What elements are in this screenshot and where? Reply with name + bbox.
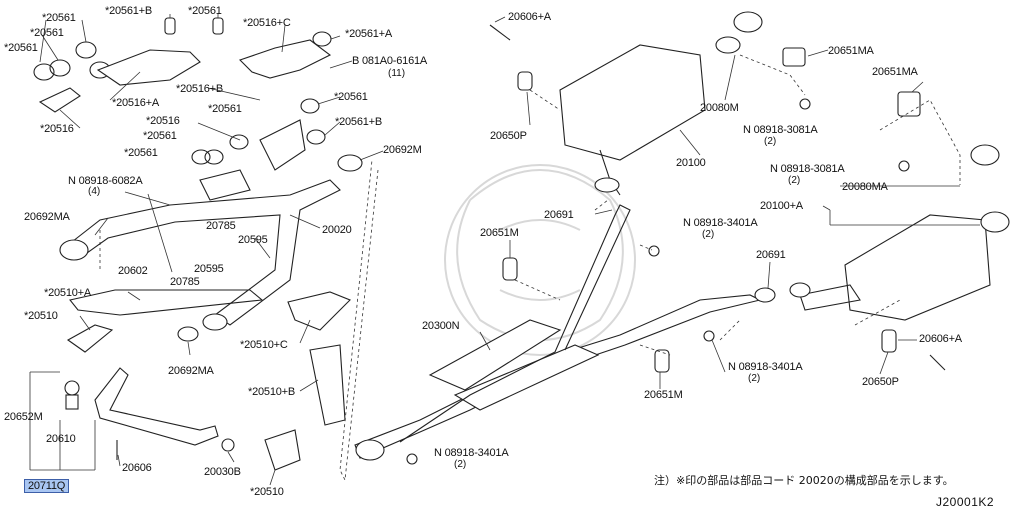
label-20516-b: *20516+B: [176, 83, 224, 95]
label-qty-2-e: (2): [454, 459, 467, 470]
muffler-20100-a: [844, 214, 991, 321]
heat-shield-lower-left: [66, 324, 114, 353]
label-20561-d: *20561: [30, 27, 64, 39]
label-20561-b-2: *20561+B: [335, 116, 383, 128]
label-20510-c: *20510+C: [240, 339, 288, 351]
label-20080ma: 20080MA: [842, 181, 888, 193]
assembly-boundary: [339, 159, 379, 482]
label-20606-a-1: 20606+A: [508, 11, 551, 23]
label-20691-1: 20691: [544, 209, 574, 221]
label-20561-f: *20561: [334, 91, 368, 103]
label-20651ma-2: 20651MA: [872, 66, 918, 78]
label-20650p-1: 20650P: [490, 130, 527, 142]
label-20100-a: 20100+A: [760, 200, 803, 212]
bracket-20651ma-2: [897, 91, 921, 117]
front-pipe-lower: [264, 429, 301, 471]
label-081a0-6161a: B 081A0-6161A: [352, 55, 428, 67]
label-20080m: 20080M: [700, 102, 739, 114]
dashed-guides: [514, 54, 961, 356]
label-qty-2-a: (2): [764, 136, 777, 147]
label-qty-2-b: (2): [788, 175, 801, 186]
hanger-20651m: [502, 257, 518, 281]
label-20561-a: *20561: [42, 12, 76, 24]
label-08918-3401a-1: N 08918-3401A: [683, 217, 758, 229]
label-20300n: 20300N: [422, 320, 460, 332]
label-qty-11: (11): [388, 68, 406, 79]
label-qty-2-c: (2): [702, 229, 715, 240]
label-20602: 20602: [118, 265, 148, 277]
label-20516-left: *20516: [40, 123, 74, 135]
label-20020: 20020: [322, 224, 352, 236]
label-20595-1: 20595: [238, 234, 268, 246]
mount-bracket: [94, 367, 219, 446]
label-20651m-2: 20651M: [644, 389, 683, 401]
gasket-rings: [33, 17, 332, 165]
label-qty-4: (4): [88, 186, 101, 197]
label-08918-6082a: N 08918-6082A: [68, 175, 143, 187]
label-20030b: 20030B: [204, 466, 241, 478]
heat-shield-small: [38, 87, 81, 113]
leader-lines: [29, 14, 980, 486]
label-20510-1: *20510: [24, 310, 58, 322]
label-20692ma-2: 20692MA: [168, 365, 214, 377]
label-20610: 20610: [46, 433, 76, 445]
label-20561-b-1: *20561+B: [105, 5, 153, 17]
label-20606-a-2: 20606+A: [919, 333, 962, 345]
label-20692ma-1: 20692MA: [24, 211, 70, 223]
label-20785-1: 20785: [206, 220, 236, 232]
label-20516-mid: *20516: [146, 115, 180, 127]
hanger-20651m-2: [654, 349, 670, 373]
label-20510-a: *20510+A: [44, 287, 92, 299]
label-qty-2-d: (2): [748, 373, 761, 384]
label-20652m: 20652M: [4, 411, 43, 423]
label-20692m: 20692M: [383, 144, 422, 156]
label-20595-2: 20595: [194, 263, 224, 275]
label-08918-3401a-2: N 08918-3401A: [728, 361, 803, 373]
label-20561-h: *20561: [143, 130, 177, 142]
diagram-code: J20001K2: [936, 495, 995, 509]
heat-shield-center: [287, 291, 351, 331]
hanger-20650p-2: [881, 329, 897, 353]
catalyst-upper: [259, 119, 306, 171]
heat-shield-left: [69, 289, 264, 316]
center-pipe-20300n: [354, 294, 762, 459]
label-20516-a: *20516+A: [112, 97, 160, 109]
label-20516-c: *20516+C: [243, 17, 291, 29]
label-20561-i: *20561: [124, 147, 158, 159]
label-08918-3401a-3: N 08918-3401A: [434, 447, 509, 459]
label-20561-e: *20561: [4, 42, 38, 54]
resonator: [428, 319, 562, 391]
label-20691-2: 20691: [756, 249, 786, 261]
label-20651m-1: 20651M: [480, 227, 519, 239]
label-08918-3081a-1: N 08918-3081A: [743, 124, 818, 136]
label-08918-3081a-2: N 08918-3081A: [770, 163, 845, 175]
label-20785-2: 20785: [170, 276, 200, 288]
label-20510-2: *20510: [250, 486, 284, 498]
label-20561-g: *20561: [208, 103, 242, 115]
heat-shield-upper: [96, 49, 201, 86]
catalyst-right: [309, 344, 346, 426]
front-y-pipe: [67, 179, 341, 326]
y-manifold-upper: [238, 39, 332, 79]
bracket-20651ma: [782, 47, 806, 67]
label-20606: 20606: [122, 462, 152, 474]
label-20100: 20100: [676, 157, 706, 169]
label-20711q-highlighted[interactable]: 20711Q: [24, 479, 70, 493]
watermark-emblem: [444, 164, 636, 356]
label-20651ma-1: 20651MA: [828, 45, 874, 57]
muffler-20100: [559, 44, 706, 161]
footnote: 注）※印の部品は部品コード 20020の構成部品を示します。: [654, 474, 954, 487]
label-20510-b: *20510+B: [248, 386, 296, 398]
hanger-20650p: [517, 71, 533, 91]
label-20561-c: *20561: [188, 5, 222, 17]
label-20650p-2: 20650P: [862, 376, 899, 388]
label-20561-a-1: *20561+A: [345, 28, 393, 40]
front-pipe-left: [199, 169, 251, 201]
